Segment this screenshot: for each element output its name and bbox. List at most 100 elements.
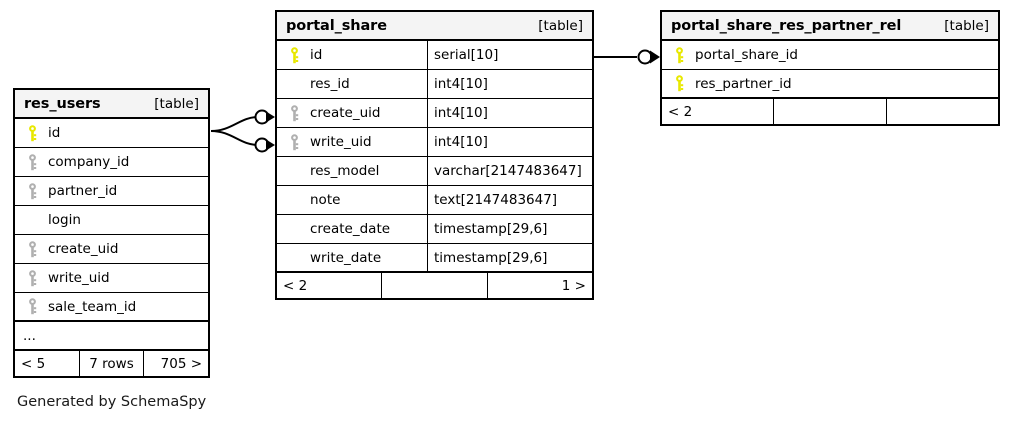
primary-key-icon	[285, 46, 304, 64]
primary-key-icon	[23, 124, 42, 142]
table-row[interactable]: create_date timestamp[29,6]	[277, 215, 592, 244]
table-header-res-users: res_users [table]	[15, 90, 208, 119]
column-name-label: write_uid	[310, 134, 372, 150]
column-name-cell: id	[277, 41, 427, 69]
column-name-cell: create_uid	[277, 99, 427, 127]
table-footer-portal-share: < 2 1 >	[277, 273, 592, 298]
column-name-label: company_id	[48, 154, 130, 170]
table-row[interactable]: sale_team_id	[15, 293, 208, 322]
table-row[interactable]: partner_id	[15, 177, 208, 206]
column-name-cell: create_uid	[15, 235, 208, 263]
table-kind-label: [table]	[944, 17, 989, 34]
table-row[interactable]: res_partner_id	[662, 70, 998, 99]
column-name-cell: sale_team_id	[15, 293, 208, 320]
footer-prev-link[interactable]: < 2	[668, 103, 693, 120]
table-row[interactable]: portal_share_id	[662, 41, 998, 70]
table-title: portal_share_res_partner_rel	[671, 17, 902, 34]
column-name-cell: note	[277, 186, 427, 214]
column-name-label: id	[310, 47, 323, 63]
column-name-cell: res_partner_id	[662, 70, 998, 97]
footer-next-link[interactable]	[885, 99, 998, 124]
table-title: portal_share	[286, 17, 387, 34]
column-type-cell: varchar[2147483647]	[427, 157, 592, 185]
primary-key-icon	[670, 75, 689, 92]
column-name-label: partner_id	[48, 183, 118, 199]
table-portal-share-res-partner-rel[interactable]: portal_share_res_partner_rel [table] por…	[660, 10, 1000, 126]
footer-row-count: 7 rows	[78, 351, 144, 376]
edge-endpoint-circle	[637, 49, 653, 65]
edge-res-users-id-to-portal-share-create-uid	[210, 116, 259, 132]
column-name-cell: partner_id	[15, 177, 208, 205]
column-type-cell: timestamp[29,6]	[427, 244, 592, 271]
footer-prev-link[interactable]: < 2	[283, 277, 308, 294]
column-name-label: login	[48, 212, 81, 228]
table-row[interactable]: res_model varchar[2147483647]	[277, 157, 592, 186]
table-row[interactable]: res_id int4[10]	[277, 70, 592, 99]
table-row[interactable]: write_uid	[15, 264, 208, 293]
column-name-label: portal_share_id	[695, 47, 798, 63]
table-kind-label: [table]	[538, 17, 583, 34]
table-row[interactable]: create_uid int4[10]	[277, 99, 592, 128]
table-footer-res-users: < 5 7 rows 705 >	[15, 351, 208, 376]
crowfoot-arrow	[266, 111, 275, 123]
column-type-cell: timestamp[29,6]	[427, 215, 592, 243]
foreign-key-icon	[23, 269, 42, 287]
column-name-cell: write_date	[277, 244, 427, 271]
table-title: res_users	[24, 95, 101, 112]
foreign-key-icon	[285, 133, 304, 151]
column-name-cell: id	[15, 119, 208, 147]
table-row[interactable]: company_id	[15, 148, 208, 177]
footer-prev-link[interactable]: < 5	[21, 355, 46, 372]
column-type-cell: int4[10]	[427, 70, 592, 98]
column-type-cell: int4[10]	[427, 99, 592, 127]
edge-endpoint-circle	[254, 109, 270, 125]
footer-row-count	[381, 273, 486, 298]
edge-endpoint-circle	[254, 137, 270, 153]
column-name-label: sale_team_id	[48, 298, 137, 315]
column-name-label: res_partner_id	[695, 75, 792, 92]
column-name-cell: write_uid	[15, 264, 208, 292]
table-row[interactable]: login	[15, 206, 208, 235]
edge-res-users-id-to-portal-share-write-uid	[210, 130, 259, 146]
column-name-label: create_uid	[48, 241, 119, 257]
column-name-label: write_date	[310, 249, 382, 266]
foreign-key-icon	[23, 298, 42, 315]
crowfoot-arrow	[650, 50, 660, 64]
column-name-label: note	[310, 192, 341, 208]
footer-next-link[interactable]: 705 >	[143, 351, 208, 376]
column-name-label: write_uid	[48, 270, 110, 286]
column-name-label: create_date	[310, 221, 391, 237]
column-name-cell: company_id	[15, 148, 208, 176]
table-row[interactable]: create_uid	[15, 235, 208, 264]
column-name-label: create_uid	[310, 105, 381, 121]
table-row[interactable]: write_date timestamp[29,6]	[277, 244, 592, 273]
column-name-cell: res_model	[277, 157, 427, 185]
column-type-cell: text[2147483647]	[427, 186, 592, 214]
primary-key-icon	[670, 46, 689, 64]
column-name-label: res_id	[310, 76, 350, 92]
table-res-users[interactable]: res_users [table] id company_id partner_id…	[13, 88, 210, 378]
table-row[interactable]: note text[2147483647]	[277, 186, 592, 215]
table-columns-portal-share-res-partner-rel: portal_share_id res_partner_id	[662, 41, 998, 99]
column-name-label: res_model	[310, 163, 380, 179]
crowfoot-arrow	[266, 139, 275, 151]
column-name-cell: write_uid	[277, 128, 427, 156]
table-header-portal-share: portal_share [table]	[277, 12, 592, 41]
more-columns-indicator: ...	[15, 322, 208, 351]
table-header-portal-share-res-partner-rel: portal_share_res_partner_rel [table]	[662, 12, 998, 41]
column-name-label: id	[48, 125, 61, 141]
column-name-cell: create_date	[277, 215, 427, 243]
table-footer-portal-share-res-partner-rel: < 2	[662, 99, 998, 124]
column-name-cell: portal_share_id	[662, 41, 998, 69]
foreign-key-icon	[285, 104, 304, 122]
footer-spacer-cell	[773, 99, 885, 124]
column-name-cell: res_id	[277, 70, 427, 98]
table-row[interactable]: id	[15, 119, 208, 148]
table-kind-label: [table]	[154, 95, 199, 112]
footer-next-link[interactable]: 1 >	[486, 273, 592, 298]
